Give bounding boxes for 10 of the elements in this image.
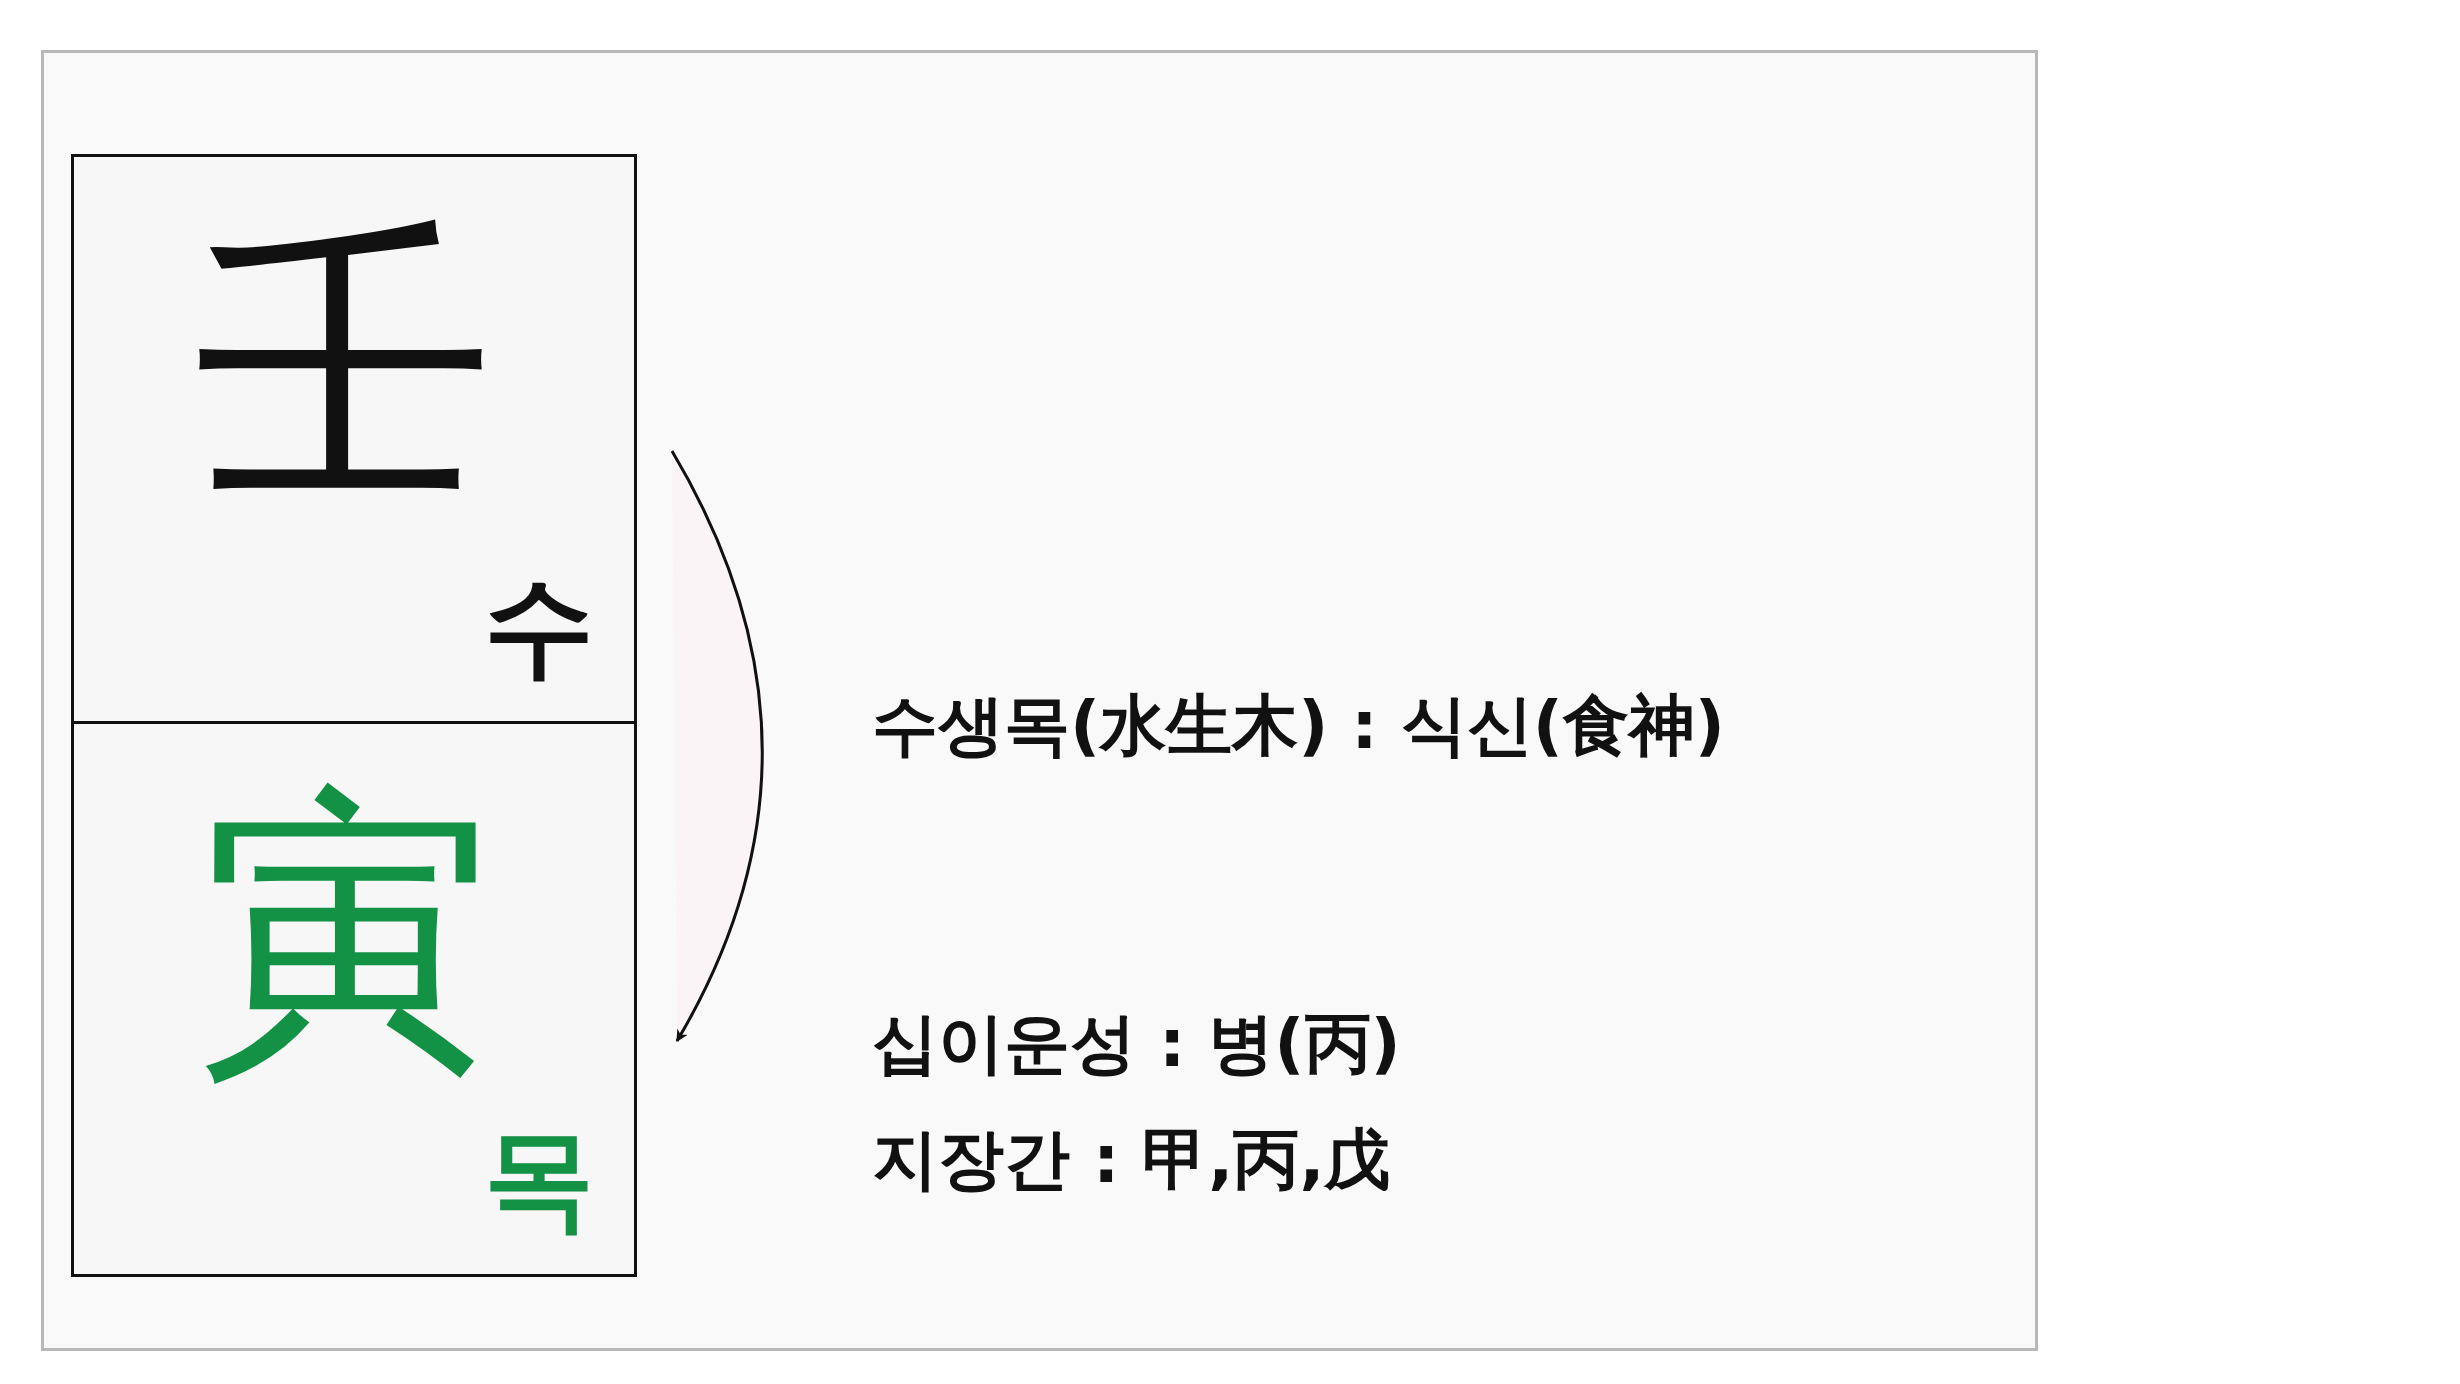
element-label: 수 xyxy=(484,571,594,681)
note-text: 지장간 : 甲,丙,戊 xyxy=(872,1124,1391,1197)
hanja-character: 寅 xyxy=(194,784,494,1084)
hanja-character: 壬 xyxy=(194,217,494,517)
curved-arrow xyxy=(670,450,764,1043)
note-text: 십이운성 : 병(丙) xyxy=(872,1008,1401,1081)
character-box xyxy=(71,154,637,724)
character-box xyxy=(71,721,637,1277)
element-label: 목 xyxy=(484,1124,594,1234)
note-text: 수생목(水生木) : 식신(食神) xyxy=(872,690,1725,763)
